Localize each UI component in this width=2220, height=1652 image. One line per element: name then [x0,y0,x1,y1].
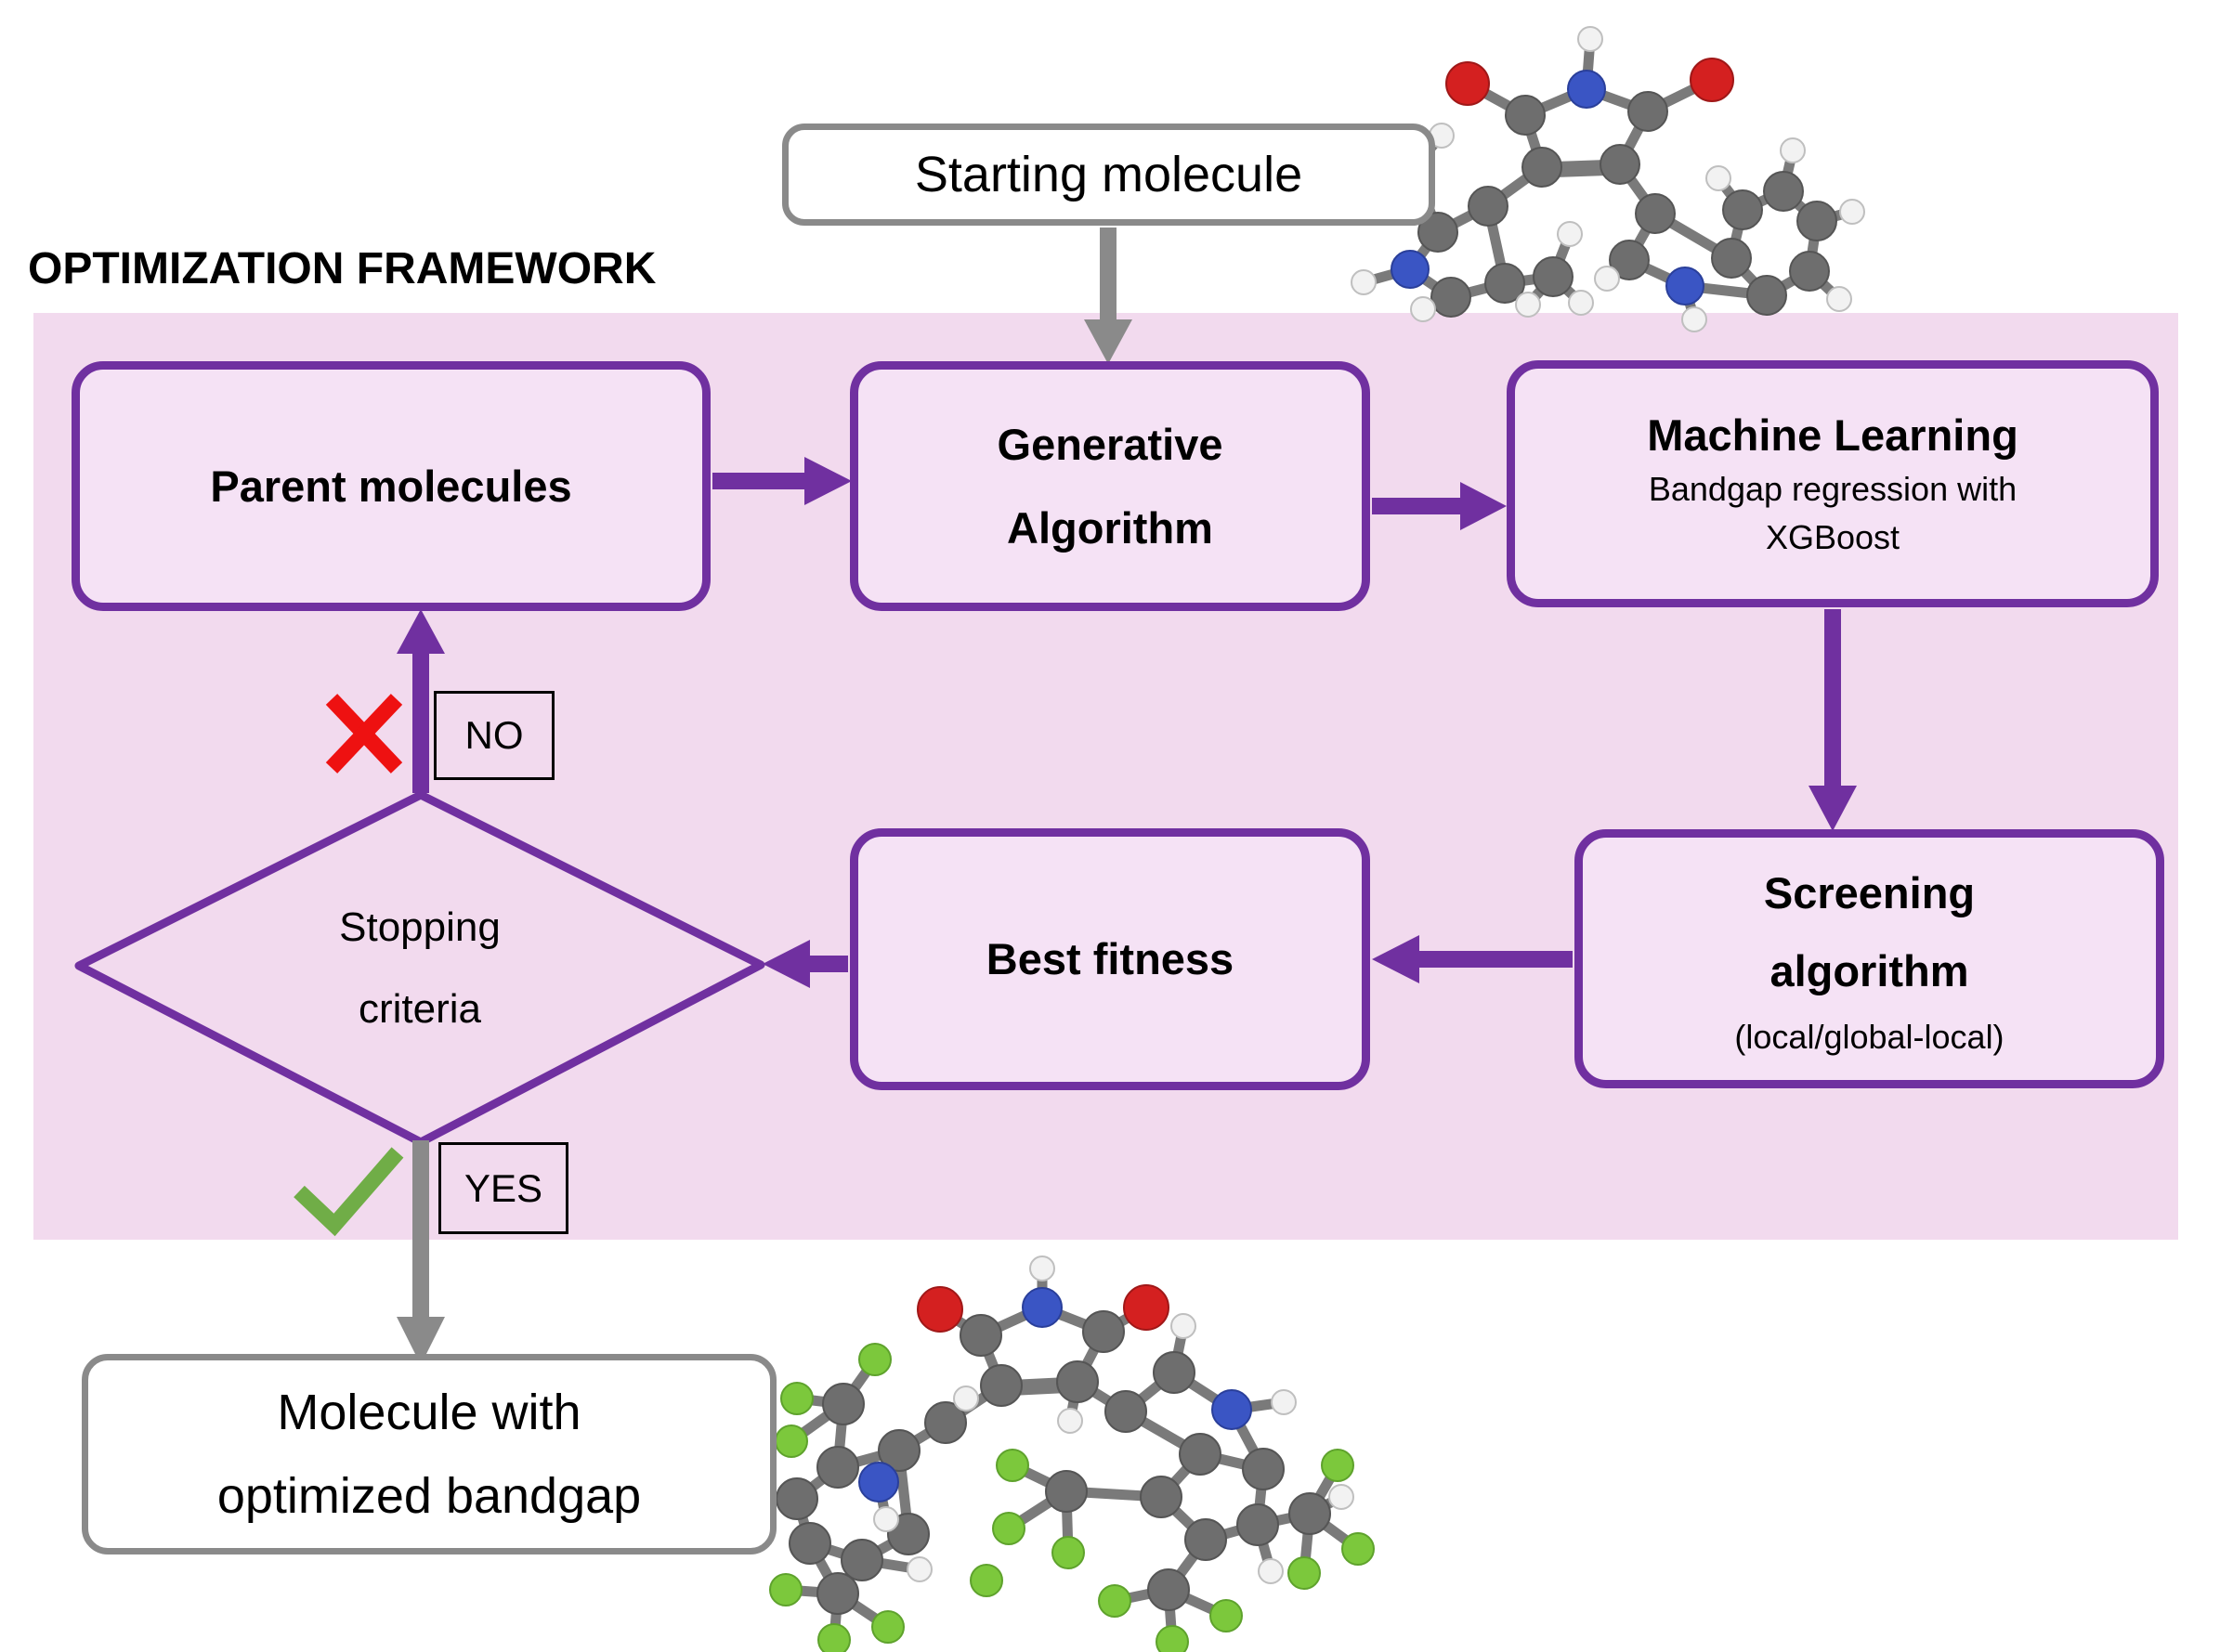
machine-learning-title: Machine Learning [1647,410,2018,460]
arrow-screening-to-bestfitness [1372,935,1573,983]
starting-molecule-label: Starting molecule [914,147,1303,202]
node-screening-algorithm: Screening algorithm (local/global-local) [1574,829,2164,1088]
yes-label-text: YES [464,1165,543,1210]
screening-algorithm-title-line1: Screening [1763,867,1976,917]
stopping-criteria-line2: criteria [358,986,482,1032]
node-output-molecule: Molecule with optimized bandgap [82,1354,777,1554]
output-line1: Molecule with [277,1385,581,1440]
yes-branch-label: YES [438,1142,568,1234]
stopping-criteria-text: Stopping criteria [234,887,606,1050]
arrow-ml-to-screening [1809,609,1857,831]
best-fitness-label: Best fitness [986,934,1234,983]
arrow-start-to-generative [1084,228,1132,364]
red-cross-icon [325,694,403,774]
arrow-decision-to-output-yes [397,1140,445,1365]
arrow-bestfitness-to-decision [763,940,848,988]
screening-algorithm-subtitle: (local/global-local) [1734,1017,2005,1056]
framework-title: OPTIMIZATION FRAMEWORK [28,244,657,293]
node-parent-molecules: Parent molecules [72,361,711,611]
arrow-generative-to-ml [1372,482,1507,530]
node-generative-algorithm: Generative Algorithm [850,361,1370,611]
generative-algorithm-line2: Algorithm [1007,502,1213,553]
arrow-decision-to-parent-no [397,609,445,793]
generative-algorithm-line1: Generative [997,419,1223,469]
no-label-text: NO [464,713,524,757]
output-line2: optimized bandgap [216,1468,642,1524]
node-starting-molecule: Starting molecule [782,124,1435,226]
molecule-atoms [769,1255,1375,1652]
node-machine-learning: Machine Learning Bandgap regression with… [1507,360,2159,607]
screening-algorithm-title-line2: algorithm [1769,945,1969,995]
arrow-parent-to-generative [712,457,852,505]
optimized-molecule-image [769,1255,1375,1652]
machine-learning-subtitle-line1: Bandgap regression with [1648,470,2018,508]
no-branch-label: NO [434,691,555,780]
parent-molecules-label: Parent molecules [210,461,572,511]
green-check-icon [294,1147,404,1237]
machine-learning-subtitle-line2: XGBoost [1765,518,1900,556]
stopping-criteria-line1: Stopping [339,904,501,950]
node-best-fitness: Best fitness [850,828,1370,1090]
